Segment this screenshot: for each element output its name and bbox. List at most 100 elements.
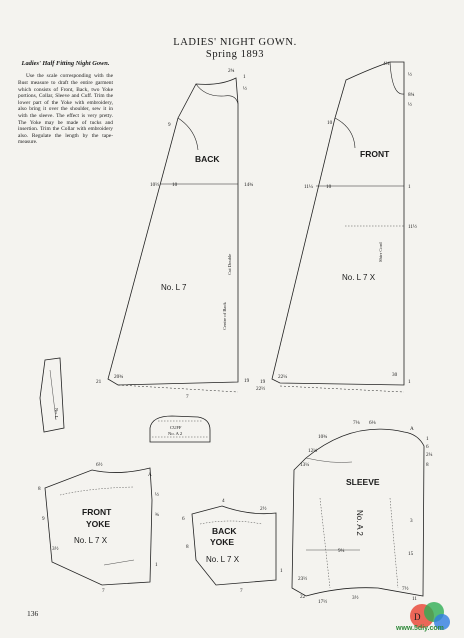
svg-text:13¼: 13¼ [300, 462, 309, 468]
back-label: BACK [195, 154, 220, 164]
svg-text:½: ½ [408, 71, 412, 78]
svg-text:A: A [148, 472, 152, 478]
svg-text:9¼: 9¼ [338, 548, 345, 554]
watermark-logo-icon: D [410, 602, 450, 630]
svg-text:6: 6 [182, 516, 185, 522]
svg-text:23½: 23½ [298, 575, 307, 582]
svg-text:8: 8 [38, 486, 41, 492]
svg-text:4¼: 4¼ [383, 61, 390, 67]
back-note-centre: Centre of Back [222, 301, 227, 330]
back-yoke-outline [191, 505, 277, 586]
svg-text:1: 1 [155, 562, 158, 568]
svg-text:½: ½ [155, 491, 159, 498]
svg-text:7½: 7½ [402, 585, 409, 592]
svg-text:¾: ¾ [155, 511, 159, 518]
svg-text:17½: 17½ [318, 598, 327, 605]
title-line-1: LADIES' NIGHT GOWN. [173, 37, 297, 48]
svg-text:10: 10 [326, 184, 332, 190]
sleeve-measures: 7⅛ 6⅛ 10¾ 12⅛ 13¼ 15 9¼ 2¼ 6 1 8 3 7½ 11… [298, 420, 433, 605]
watermark-url: www.5diy.com [396, 625, 444, 632]
svg-text:½: ½ [243, 85, 247, 92]
svg-text:½: ½ [408, 101, 412, 108]
svg-text:7: 7 [102, 588, 105, 594]
front-yoke-code: No. L 7 X [74, 536, 108, 545]
svg-text:3½: 3½ [52, 545, 59, 552]
back-measures: 2¾ 9 10½ 10 14¾ 20¾ 21 7 19 ½ 1 [96, 67, 253, 400]
front-armhole-curve [334, 117, 356, 149]
svg-text:1: 1 [243, 74, 246, 80]
svg-text:8: 8 [186, 544, 189, 550]
instructions-heading: Ladies' Half Fitting Night Gown. [21, 60, 110, 67]
svg-text:3½: 3½ [352, 594, 359, 601]
front-yoke-label-2: YOKE [86, 519, 110, 529]
svg-text:22¼: 22¼ [278, 374, 287, 380]
svg-text:20¾: 20¾ [114, 373, 123, 380]
back-yoke-measures: 4 6 2½ 8 7 1 [182, 498, 283, 594]
cuff-code: No. A 2 [168, 431, 183, 436]
svg-text:7: 7 [186, 394, 189, 400]
svg-text:15: 15 [408, 551, 414, 557]
svg-text:4: 4 [222, 498, 225, 504]
svg-text:11¼: 11¼ [304, 184, 313, 190]
svg-text:19: 19 [244, 378, 250, 384]
svg-text:1: 1 [408, 184, 411, 190]
svg-text:11½: 11½ [408, 223, 417, 230]
svg-text:D: D [414, 612, 421, 622]
svg-text:9: 9 [42, 516, 45, 522]
svg-text:1: 1 [408, 379, 411, 385]
back-yoke-label-1: BACK [212, 526, 237, 536]
cuff-label: CUFF [170, 425, 182, 430]
svg-text:9: 9 [168, 122, 171, 128]
svg-text:3: 3 [410, 518, 413, 524]
front-note: Shirr Cord [378, 242, 383, 262]
front-label: FRONT [360, 149, 390, 159]
svg-text:2¾: 2¾ [228, 67, 235, 74]
collar-code: No. L [54, 408, 59, 419]
front-yoke-label-1: FRONT [82, 507, 112, 517]
page-title: LADIES' NIGHT GOWN. Spring 1893 [150, 37, 320, 61]
svg-text:1: 1 [426, 436, 429, 442]
back-piece-outline [107, 77, 239, 386]
svg-text:10¾: 10¾ [318, 433, 327, 440]
front-piece-outline [271, 61, 405, 386]
svg-text:30: 30 [392, 372, 398, 378]
svg-text:7: 7 [240, 588, 243, 594]
back-armhole-curve [177, 117, 199, 151]
sleeve-label: SLEEVE [346, 477, 380, 487]
front-yoke-outline [44, 467, 153, 586]
svg-text:12⅛: 12⅛ [308, 448, 317, 454]
svg-text:6⅛: 6⅛ [369, 420, 376, 426]
back-code: No. L 7 [161, 283, 187, 292]
svg-text:10: 10 [172, 182, 178, 188]
svg-text:6½: 6½ [96, 461, 103, 468]
sleeve-code: No. A 2 [355, 510, 364, 536]
cuff-outline [149, 415, 211, 443]
svg-text:10½: 10½ [150, 181, 159, 188]
svg-text:14¾: 14¾ [244, 181, 253, 188]
instructions-body: Use the scale corresponding with the Bus… [18, 73, 113, 146]
front-neck-curve [389, 61, 405, 95]
svg-text:2½: 2½ [260, 505, 267, 512]
svg-text:8: 8 [426, 462, 429, 468]
svg-text:2¼: 2¼ [426, 452, 433, 458]
title-line-2: Spring 1893 [205, 49, 265, 60]
instructions-column: Ladies' Half Fitting Night Gown. Use the… [18, 60, 113, 146]
svg-text:10: 10 [327, 120, 333, 126]
front-measures: 4¼ 8¾ 10 11¼ 10 1 11½ 19 22¼ 22½ 1 ½ 30 … [256, 61, 417, 392]
svg-text:A: A [410, 426, 414, 432]
back-note-cut: Cut Double [227, 254, 232, 275]
collar-outline [39, 357, 65, 433]
sleeve-outline [291, 428, 425, 597]
svg-text:22½: 22½ [256, 385, 265, 392]
back-yoke-label-2: YOKE [210, 537, 234, 547]
svg-text:21: 21 [96, 379, 102, 385]
svg-text:8¾: 8¾ [408, 91, 415, 98]
svg-text:22: 22 [300, 594, 306, 600]
page-number: 136 [27, 609, 39, 618]
svg-text:7⅛: 7⅛ [353, 420, 360, 426]
front-code: No. L 7 X [342, 273, 376, 282]
svg-text:19: 19 [260, 379, 266, 385]
svg-text:1: 1 [280, 568, 283, 574]
